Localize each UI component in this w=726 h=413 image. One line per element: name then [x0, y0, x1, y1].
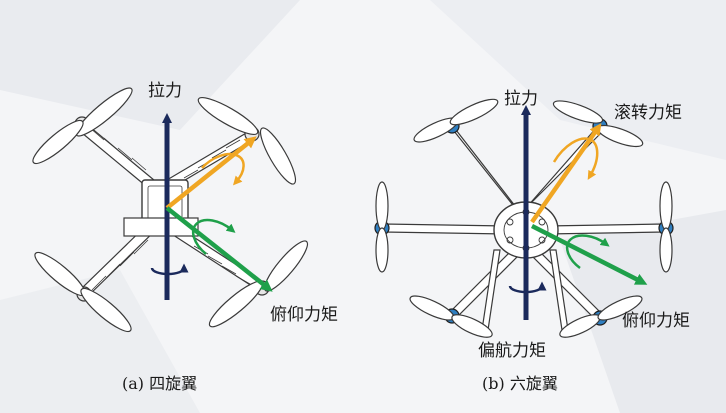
hex-roll-moment-label: 滚转力矩: [614, 103, 682, 123]
quad-propellers: [32, 87, 309, 333]
hex-roll-rotation-arrow: [552, 137, 599, 180]
quad-roll-arrow: [165, 136, 257, 210]
quad-pitch-rotation-arrow: [191, 218, 236, 255]
quad-roll-rotation-arrow: [201, 152, 245, 186]
hex-pitch-rotation-arrow: [565, 234, 610, 270]
hex-pitch-arrow: [530, 223, 648, 285]
hex-pitch-moment-label: 俯仰力矩: [622, 311, 690, 331]
quad-pitch-arrow: [165, 206, 273, 292]
hex-yaw-moment-label: 偏航力矩: [478, 341, 546, 361]
quadrotor-figure: [32, 87, 309, 333]
hexarotor-figure: [374, 98, 674, 338]
quad-caption: (a) 四旋翼: [122, 374, 198, 393]
quad-landing-gear: [123, 217, 199, 237]
hex-landing-legs: [481, 249, 569, 331]
hex-propellers: [375, 98, 673, 338]
hex-thrust-label: 拉力: [504, 89, 538, 109]
quad-pitch-moment-label: 俯仰力矩: [270, 305, 338, 325]
hex-roll-arrow: [530, 123, 602, 224]
quad-arm-lattice: [89, 127, 251, 291]
quad-yaw-rotation-arrow: [150, 263, 189, 276]
hex-yaw-rotation-arrow: [508, 281, 547, 294]
hex-caption: (b) 六旋翼: [482, 374, 558, 393]
quad-thrust-label: 拉力: [148, 81, 182, 101]
